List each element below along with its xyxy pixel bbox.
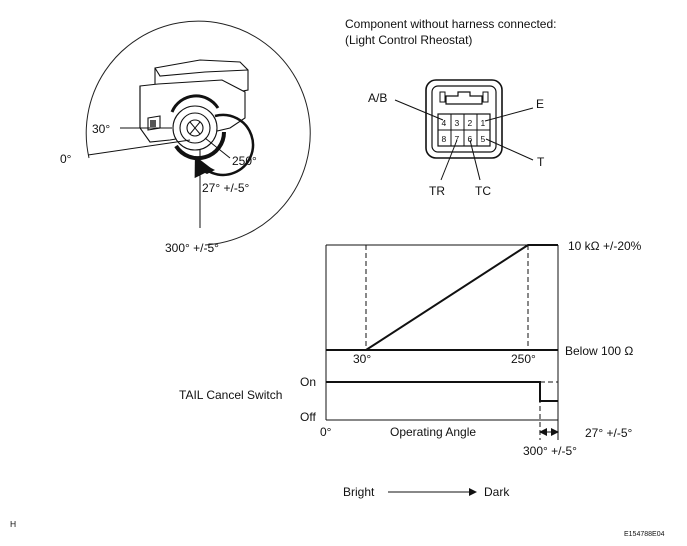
label-tc: TC [475,184,491,198]
three-hundred-label: 300° +/-5° [165,241,219,255]
resistance-curve [326,244,558,351]
tolerance-label: 27° +/-5° [202,181,249,195]
t-leader [485,138,534,161]
footer-left: H [10,519,16,529]
tick-300-label: 300° +/-5° [523,444,577,458]
two-fifty-degree-label: 250° [232,154,257,168]
switch-curve [326,381,558,402]
e-leader [484,107,534,122]
on-label: On [300,375,316,389]
pin-8: 8 [442,134,447,144]
characteristic-graph: 10 kΩ +/-20% Below 100 Ω 30° 250° TAIL C… [179,239,642,458]
pin-6: 6 [468,134,473,144]
tick-30-label: 30° [353,352,371,366]
tolerance-right-label: 27° +/-5° [585,426,632,440]
pin-7: 7 [455,134,460,144]
rotation-circle [85,20,311,246]
two-fifty-leader [204,137,231,159]
header-line-2: (Light Control Rheostat) [345,33,472,47]
pin-2: 2 [468,118,473,128]
connector: 4 3 2 1 8 7 6 5 A/B E T TR TC [368,79,545,198]
header-line-1: Component without harness connected: [345,17,556,31]
dark-label: Dark [484,485,510,499]
zero-degree-label: 0° [60,152,72,166]
connector-latch [445,91,483,105]
tick-250-label: 250° [511,352,536,366]
direction-indicator: Bright Dark [343,485,510,499]
pin-3: 3 [455,118,460,128]
footer-right: E154788E04 [624,531,665,538]
label-tr: TR [429,184,445,198]
switch-label: TAIL Cancel Switch [179,388,282,402]
label-ab: A/B [368,91,387,105]
resistance-high-label: 10 kΩ +/-20% [568,239,642,253]
off-label: Off [300,410,316,424]
axis-zero-label: 0° [320,425,332,439]
tc-leader [469,139,481,181]
zero-degree-line [87,139,191,156]
label-e: E [536,97,544,111]
bright-label: Bright [343,485,375,499]
pin-4: 4 [442,118,447,128]
tr-leader [440,139,458,181]
ab-leader [394,99,444,121]
rotation-view: 0° 30° 250° 27° +/-5° 300° +/-5° [60,20,311,255]
pin-1: 1 [481,118,486,128]
rheostat-component [139,59,249,161]
label-t: T [537,155,545,169]
thirty-degree-label: 30° [92,122,110,136]
axis-label: Operating Angle [390,425,476,439]
pin-5: 5 [481,134,486,144]
resistance-low-label: Below 100 Ω [565,344,633,358]
